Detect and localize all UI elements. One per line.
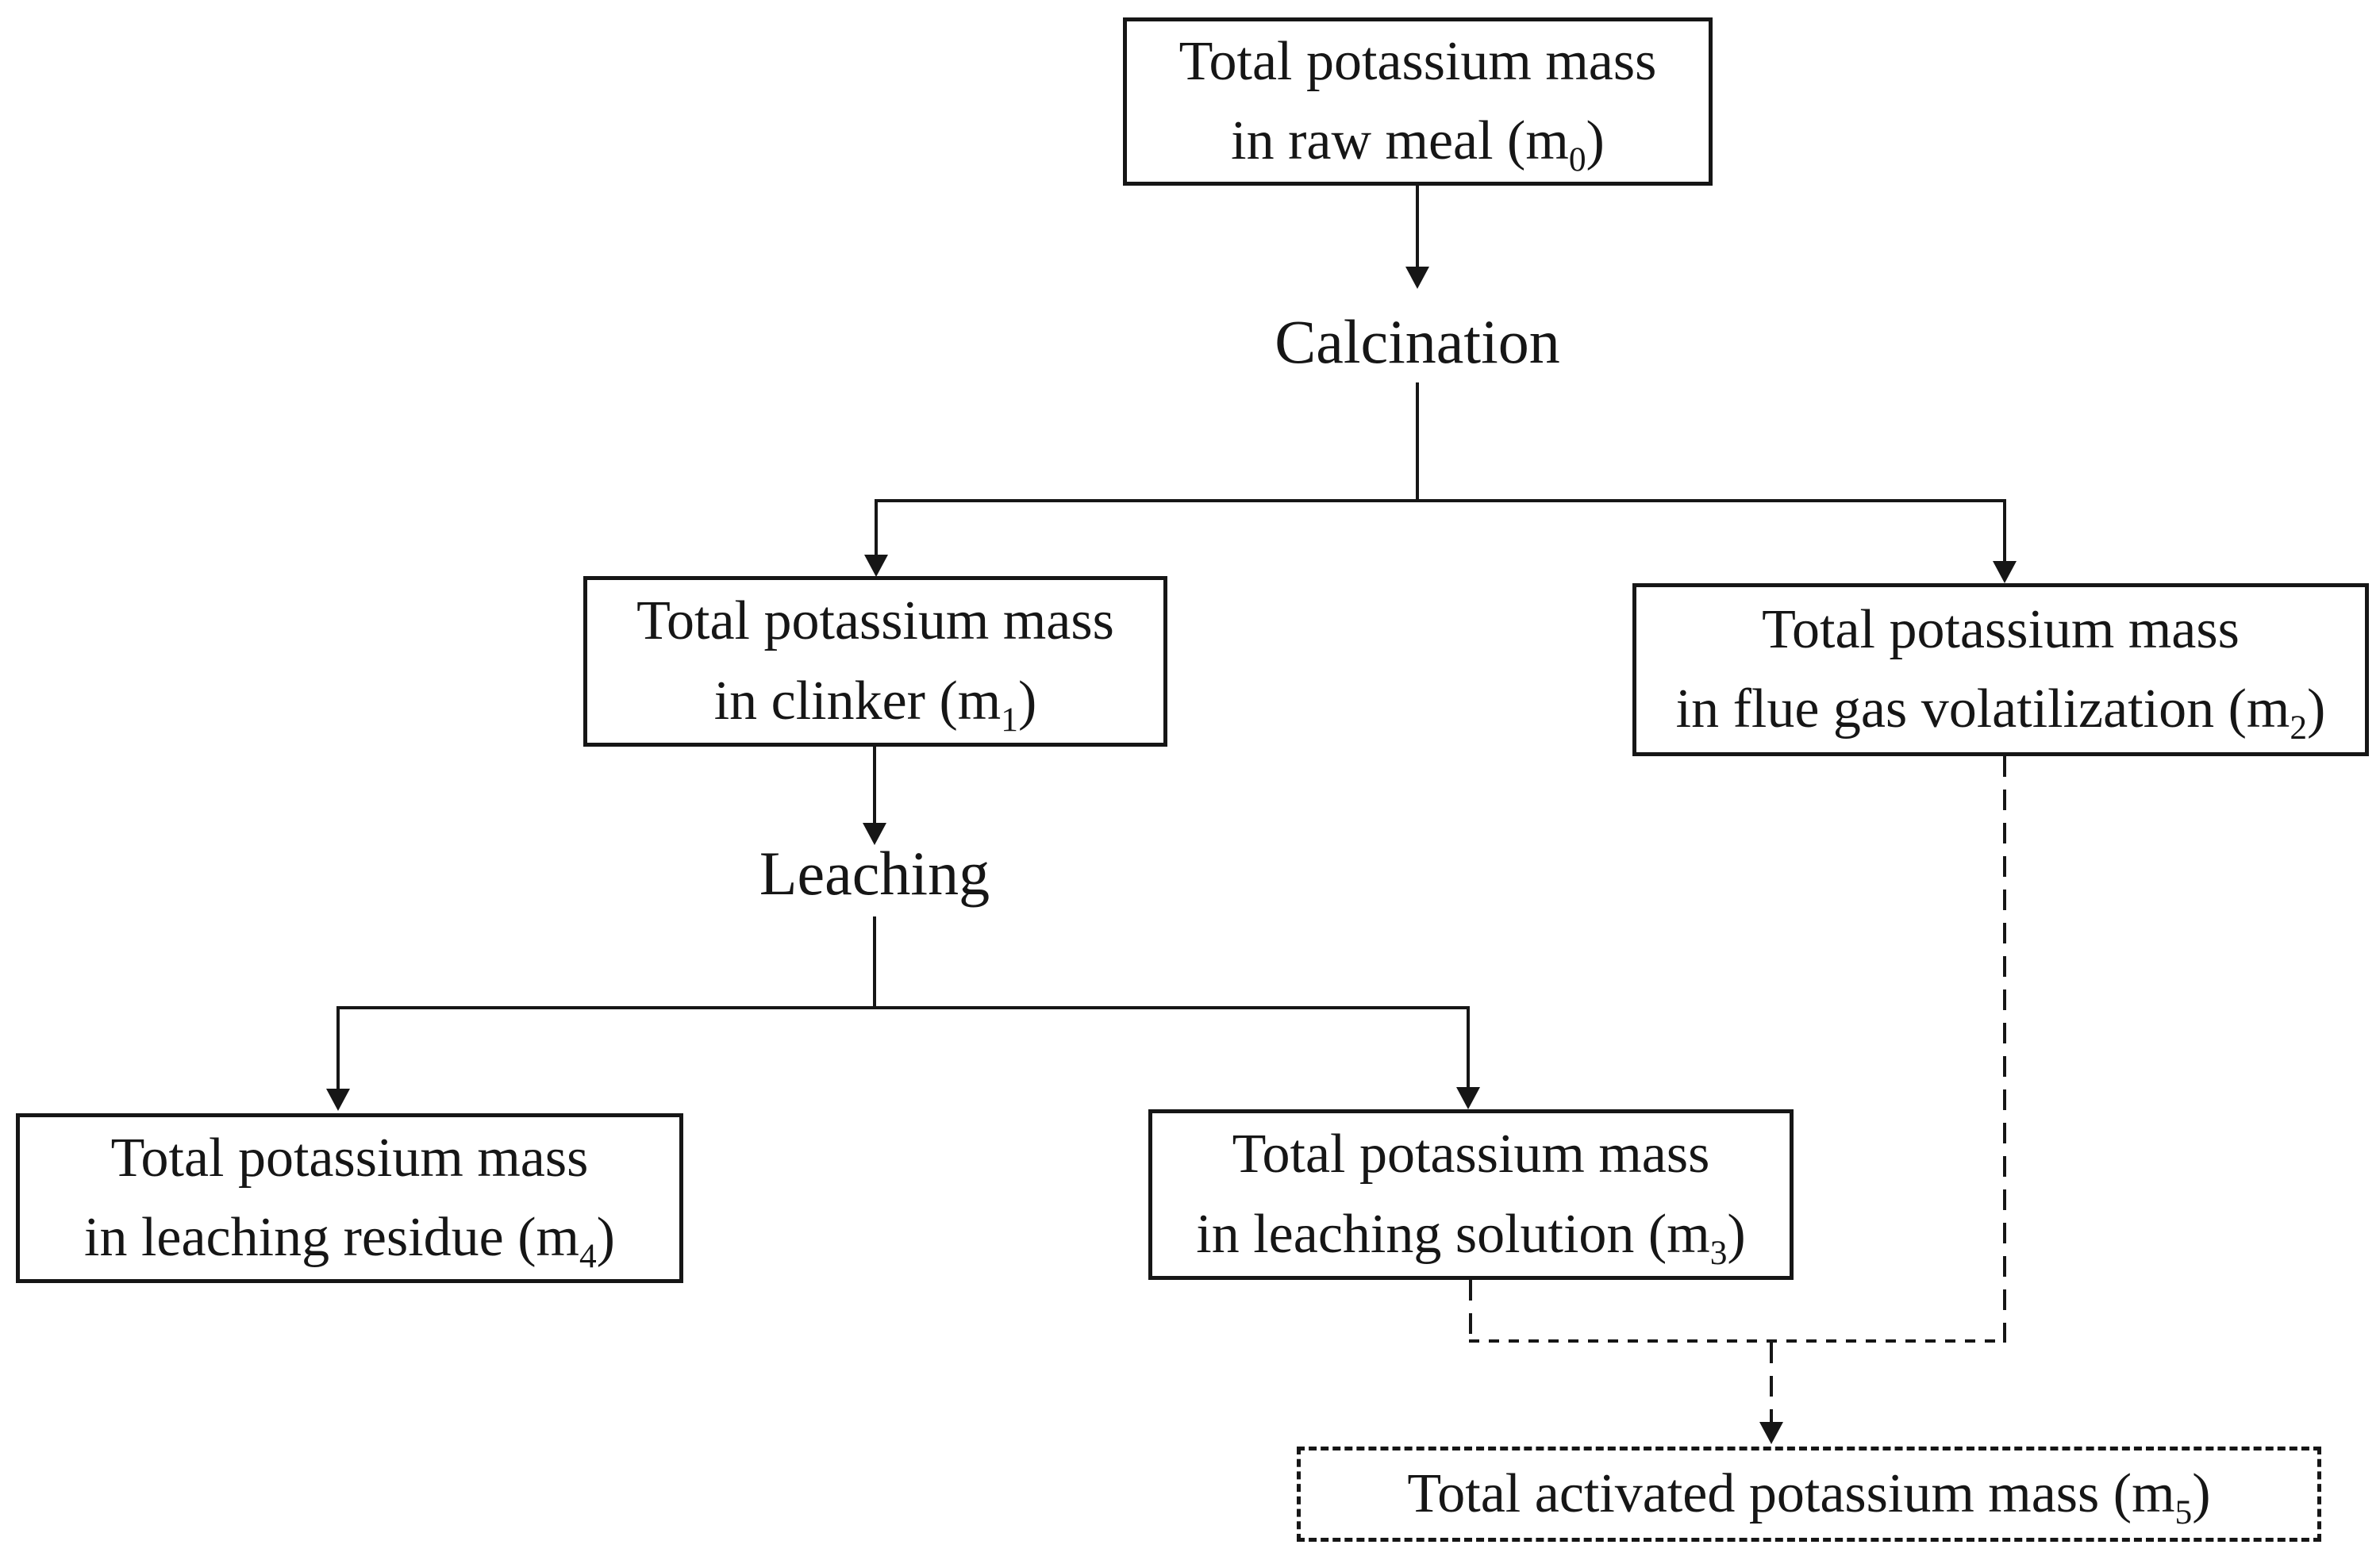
arrowhead-down-icon	[1759, 1422, 1783, 1444]
node-text-line: in raw meal (m0)	[1231, 102, 1605, 181]
node-raw-meal: Total potassium mass in raw meal (m0)	[1123, 17, 1713, 186]
arrowhead-down-icon	[864, 555, 888, 577]
node-clinker: Total potassium mass in clinker (m1)	[583, 576, 1167, 747]
process-label-text: Calcination	[1275, 307, 1560, 376]
node-text: )	[2307, 678, 2326, 740]
connector-rawmeal-to-calcination	[1416, 185, 1419, 267]
node-text-line: Total potassium mass	[636, 582, 1114, 661]
node-text: Total activated potassium mass (m	[1407, 1462, 2175, 1524]
node-text: in raw meal (m	[1231, 110, 1569, 171]
connector-calcination-down	[1416, 382, 1419, 499]
arrowhead-down-icon	[326, 1089, 350, 1111]
node-text-line: in leaching solution (m3)	[1196, 1195, 1745, 1274]
node-text: )	[1586, 110, 1605, 171]
arrowhead-down-icon	[863, 823, 886, 845]
branch-line-calcination	[875, 499, 2006, 502]
node-subscript: 2	[2290, 709, 2308, 747]
node-text: in leaching solution (m	[1196, 1203, 1710, 1265]
node-subscript: 4	[579, 1237, 597, 1275]
node-text: Total potassium mass	[1762, 598, 2240, 660]
dashed-connector-to-activated	[1770, 1343, 1773, 1422]
connector-branch1-to-fluegas	[2003, 499, 2006, 563]
node-text-line: Total potassium mass	[1179, 22, 1657, 102]
node-leaching-residue: Total potassium mass in leaching residue…	[16, 1113, 683, 1283]
node-activated-potassium: Total activated potassium mass (m5)	[1297, 1447, 2321, 1542]
branch-line-leaching	[336, 1006, 1470, 1009]
node-text: in leaching residue (m	[84, 1207, 579, 1268]
connector-branch1-to-clinker	[875, 499, 878, 556]
connector-branch2-to-residue	[336, 1006, 340, 1090]
dashed-connector-fluegas-down	[2003, 756, 2006, 1343]
process-label-text: Leaching	[759, 839, 990, 908]
node-text-line: in flue gas volatilization (m2)	[1676, 670, 2326, 749]
node-text-line: Total activated potassium mass (m5)	[1407, 1454, 2210, 1534]
arrowhead-down-icon	[1993, 561, 2017, 583]
dashed-connector-merge	[1469, 1339, 2006, 1343]
process-label-leaching: Leaching	[597, 840, 1152, 908]
node-subscript: 0	[1568, 140, 1586, 179]
process-label-calcination: Calcination	[1140, 308, 1695, 376]
node-text: Total potassium mass	[110, 1127, 589, 1189]
node-text: Total potassium mass	[636, 590, 1114, 652]
node-leaching-solution: Total potassium mass in leaching solutio…	[1148, 1109, 1794, 1280]
node-text: in flue gas volatilization (m	[1675, 678, 2290, 740]
node-text: Total potassium mass	[1178, 30, 1657, 92]
connector-clinker-to-leaching	[873, 747, 876, 823]
node-text: )	[2192, 1462, 2211, 1524]
node-text: )	[1017, 670, 1037, 732]
dashed-connector-solution-down	[1469, 1280, 1472, 1343]
arrowhead-down-icon	[1456, 1087, 1480, 1109]
node-text-line: in leaching residue (m4)	[84, 1198, 615, 1278]
node-text-line: in clinker (m1)	[714, 662, 1037, 741]
node-text-line: Total potassium mass	[111, 1119, 589, 1198]
node-text: )	[596, 1207, 615, 1268]
node-flue-gas: Total potassium mass in flue gas volatil…	[1632, 583, 2369, 756]
node-text-line: Total potassium mass	[1762, 590, 2240, 670]
node-subscript: 1	[1001, 700, 1018, 739]
node-text: )	[1727, 1203, 1746, 1265]
node-subscript: 5	[2174, 1493, 2193, 1531]
node-text: in clinker (m	[713, 670, 1002, 732]
arrowhead-down-icon	[1405, 267, 1429, 289]
node-subscript: 3	[1709, 1233, 1728, 1272]
connector-branch2-to-solution	[1467, 1006, 1470, 1089]
node-text: Total potassium mass	[1232, 1124, 1710, 1185]
connector-leaching-down	[873, 916, 876, 1009]
node-text-line: Total potassium mass	[1232, 1115, 1710, 1194]
